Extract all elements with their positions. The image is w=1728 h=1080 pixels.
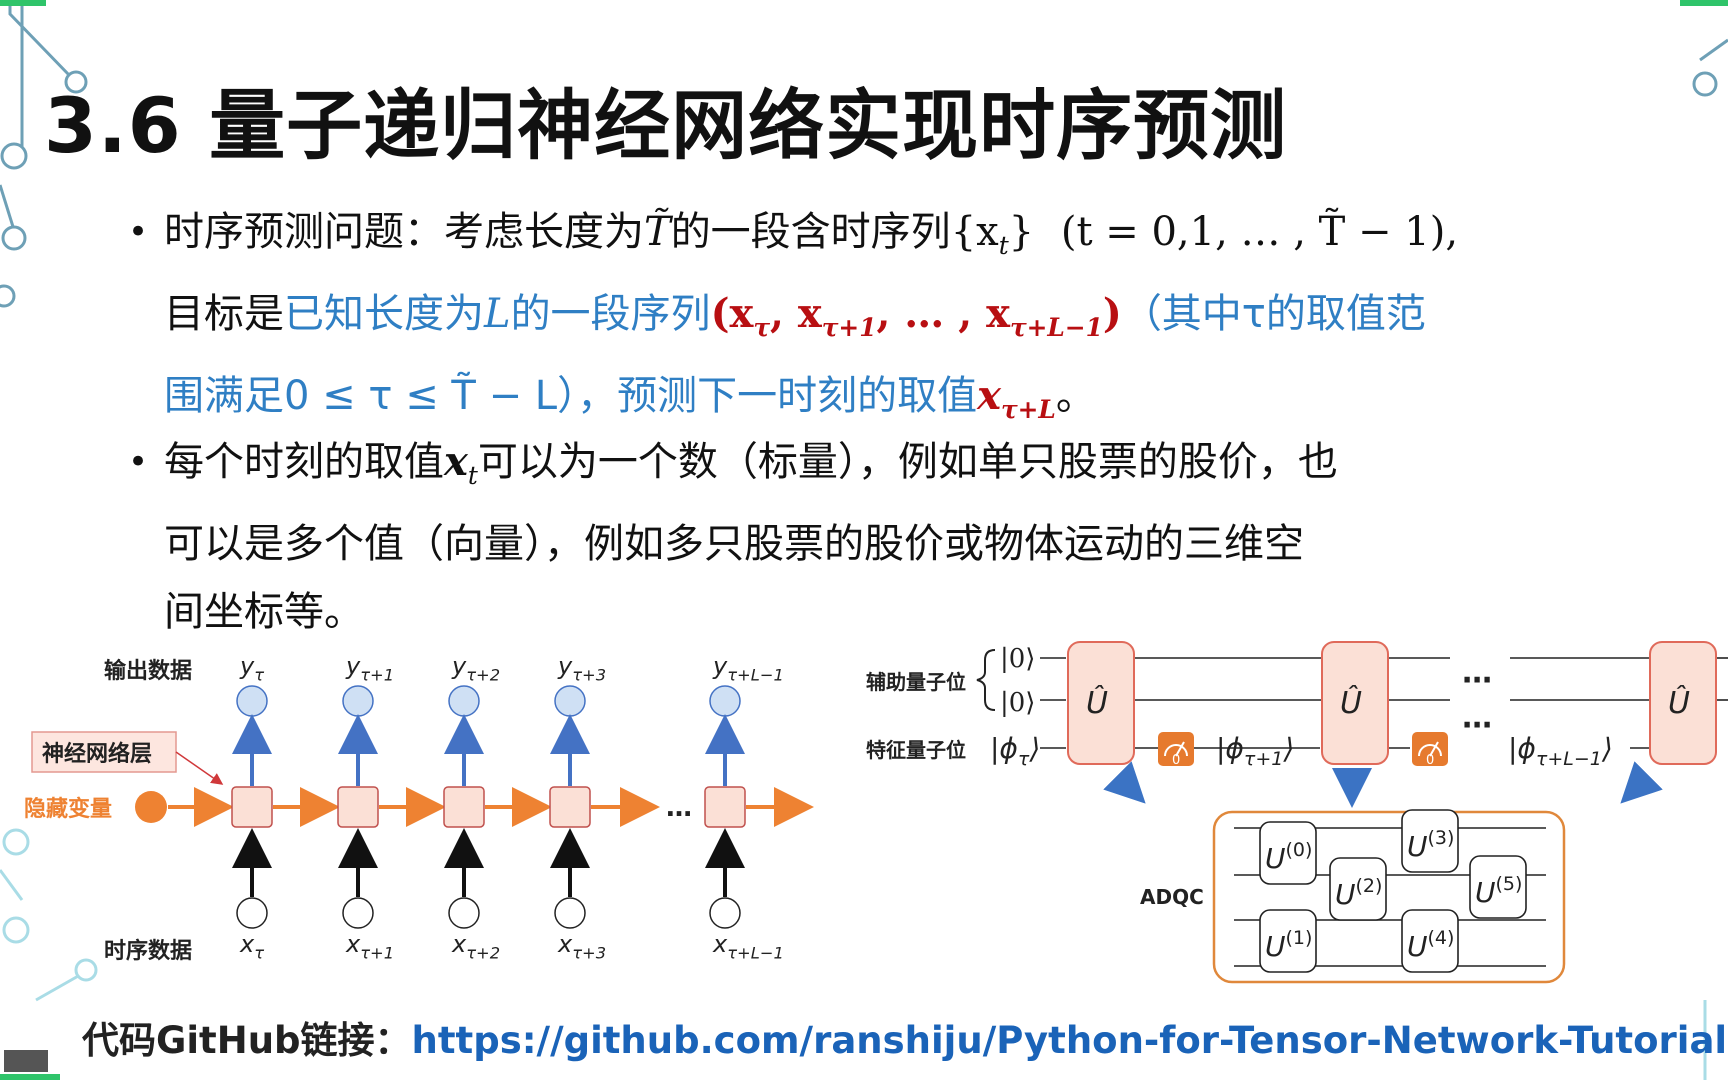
u-hat-label: Û bbox=[1086, 684, 1108, 721]
hidden-state-node bbox=[135, 791, 167, 823]
code-link-label: 代码GitHub链接： bbox=[82, 1019, 412, 1062]
output-label: yτ bbox=[239, 652, 264, 685]
svg-text:U(2): U(2) bbox=[1335, 875, 1382, 911]
rnn-cell-box bbox=[337, 786, 379, 828]
u-hat-gate bbox=[1321, 641, 1389, 765]
rnn-cell-2: yτ+2 xτ+2 bbox=[443, 652, 552, 963]
svg-text:0: 0 bbox=[1426, 753, 1434, 768]
adqc-gate-1: U(1) bbox=[1259, 909, 1317, 973]
input-label: xτ+2 bbox=[451, 930, 500, 963]
output-data-label: 输出数据 bbox=[104, 658, 192, 684]
rnn-cell-1: yτ+1 xτ+1 bbox=[337, 652, 446, 963]
input-data-label: 时序数据 bbox=[104, 938, 192, 964]
phi-ket: |ϕτ⟩ bbox=[990, 732, 1040, 770]
adqc-gate-3: U(3) bbox=[1401, 809, 1459, 873]
input-node bbox=[236, 897, 268, 929]
measure-icon: 0 bbox=[1412, 732, 1448, 768]
layer-label-box bbox=[31, 731, 177, 773]
bullet-dot: • bbox=[128, 212, 149, 252]
rnn-ellipsis: … bbox=[666, 793, 692, 823]
adqc-gate-2: U(2) bbox=[1329, 857, 1387, 921]
input-node bbox=[709, 897, 741, 929]
hidden-var-label: 隐藏变量 bbox=[24, 796, 112, 822]
svg-text:U(3): U(3) bbox=[1407, 827, 1454, 863]
phi-ket: |ϕτ+L−1⟩ bbox=[1508, 732, 1613, 770]
bullet-value-description: • 每个时刻的取值xt可以为一个数（标量），例如单只股票的股价，也 可以是多个值… bbox=[128, 428, 1628, 646]
rnn-cell-box bbox=[231, 786, 273, 828]
adqc-gate-5: U(5) bbox=[1469, 855, 1527, 919]
github-link-line: 代码GitHub链接：https://github.com/ranshiju/P… bbox=[82, 1010, 1727, 1064]
adqc-gate-0: U(0) bbox=[1259, 821, 1317, 885]
input-label: xτ bbox=[239, 930, 264, 963]
svg-text:U(1): U(1) bbox=[1265, 927, 1312, 963]
github-url-link[interactable]: https://github.com/ranshiju/Python-for-T… bbox=[411, 1019, 1728, 1062]
input-label: xτ+L−1 bbox=[712, 930, 784, 963]
ket-zero-1: |0⟩ bbox=[1000, 644, 1035, 674]
svg-text:U(0): U(0) bbox=[1265, 839, 1312, 875]
u-hat-gate bbox=[1649, 641, 1717, 765]
input-node bbox=[448, 897, 480, 929]
rnn-cell-0: yτ xτ bbox=[231, 652, 340, 963]
rnn-cell-box bbox=[704, 786, 746, 828]
adqc-gate-4: U(4) bbox=[1401, 909, 1459, 973]
input-label: xτ+1 bbox=[345, 930, 394, 963]
rnn-cell-3: yτ+3 xτ+3 bbox=[549, 652, 660, 963]
svg-text:U(4): U(4) bbox=[1407, 927, 1454, 963]
feature-qubit-label: 特征量子位 bbox=[866, 738, 966, 762]
input-label: xτ+3 bbox=[557, 930, 606, 963]
u-hat-label: Û bbox=[1340, 684, 1362, 721]
input-node bbox=[342, 897, 374, 929]
layer-label: 神经网络层 bbox=[42, 741, 152, 767]
phi-ket: |ϕτ+1⟩ bbox=[1216, 732, 1294, 770]
rnn-cell-4: yτ+L−1 xτ+L−1 bbox=[704, 652, 814, 963]
svg-text:U(5): U(5) bbox=[1475, 873, 1522, 909]
rnn-cell-box bbox=[549, 786, 591, 828]
output-label: yτ+L−1 bbox=[712, 652, 784, 685]
u-hat-label: Û bbox=[1668, 684, 1690, 721]
aux-brace bbox=[976, 649, 996, 711]
rnn-cell-box bbox=[443, 786, 485, 828]
output-label: yτ+3 bbox=[557, 652, 606, 685]
output-label: yτ+1 bbox=[345, 652, 394, 685]
qrnn-ellipsis-bottom: ⋯ bbox=[1462, 708, 1492, 743]
measure-icon: 0 bbox=[1158, 732, 1194, 768]
u-hat-gate bbox=[1067, 641, 1135, 765]
bullet-dot: • bbox=[128, 442, 149, 482]
svg-text:0: 0 bbox=[1172, 753, 1180, 768]
ket-zero-2: |0⟩ bbox=[1000, 688, 1035, 718]
input-node bbox=[554, 897, 586, 929]
qrnn-ellipsis-top: ⋯ bbox=[1462, 663, 1492, 698]
output-label: yτ+2 bbox=[451, 652, 500, 685]
aux-qubit-label: 辅助量子位 bbox=[866, 670, 966, 694]
bullet-time-series-problem: • 时序预测问题：考虑长度为T̃的一段含时序列{xt} (t = 0,1, … … bbox=[128, 198, 1628, 444]
slide-title: 3.6 量子递归神经网络实现时序预测 bbox=[44, 81, 1288, 170]
adqc-label: ADQC bbox=[1140, 885, 1204, 909]
